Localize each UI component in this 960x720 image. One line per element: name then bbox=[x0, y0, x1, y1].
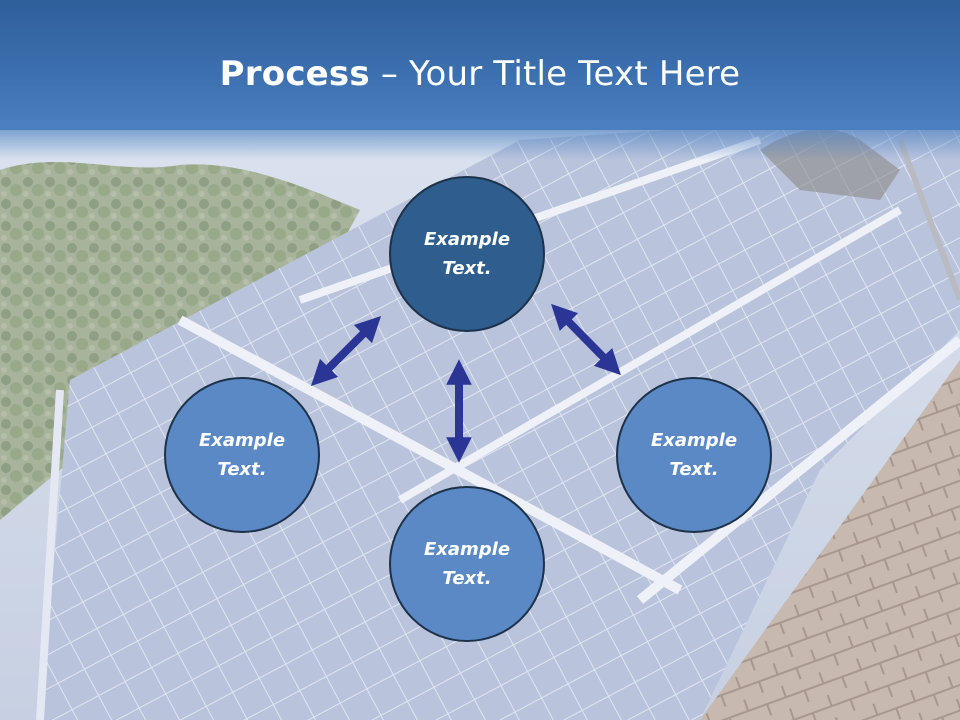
process-node-bottom[interactable]: Example Text. bbox=[389, 486, 545, 642]
process-node-left[interactable]: Example Text. bbox=[164, 377, 320, 533]
title-rest-text: Your Title Text Here bbox=[409, 54, 741, 94]
node-right-line1: Example bbox=[650, 430, 738, 451]
title-bold-text: Process bbox=[219, 54, 370, 94]
process-node-top[interactable]: Example Text. bbox=[389, 176, 545, 332]
slide-title[interactable]: Process – Your Title Text Here bbox=[0, 52, 960, 96]
arrow-top-right bbox=[551, 303, 621, 376]
process-node-right[interactable]: Example Text. bbox=[616, 377, 772, 533]
node-right-line2: Text. bbox=[669, 459, 719, 480]
node-bottom-line2: Text. bbox=[442, 568, 492, 589]
node-top-line1: Example bbox=[423, 229, 511, 250]
arrow-top-left bbox=[310, 315, 382, 387]
title-bar-fade bbox=[0, 120, 960, 160]
node-left-line1: Example bbox=[198, 430, 286, 451]
node-left-line2: Text. bbox=[217, 459, 267, 480]
node-bottom-line1: Example bbox=[423, 539, 511, 560]
title-bar bbox=[0, 0, 960, 130]
node-top-line2: Text. bbox=[442, 258, 492, 279]
title-separator: – bbox=[369, 54, 410, 94]
